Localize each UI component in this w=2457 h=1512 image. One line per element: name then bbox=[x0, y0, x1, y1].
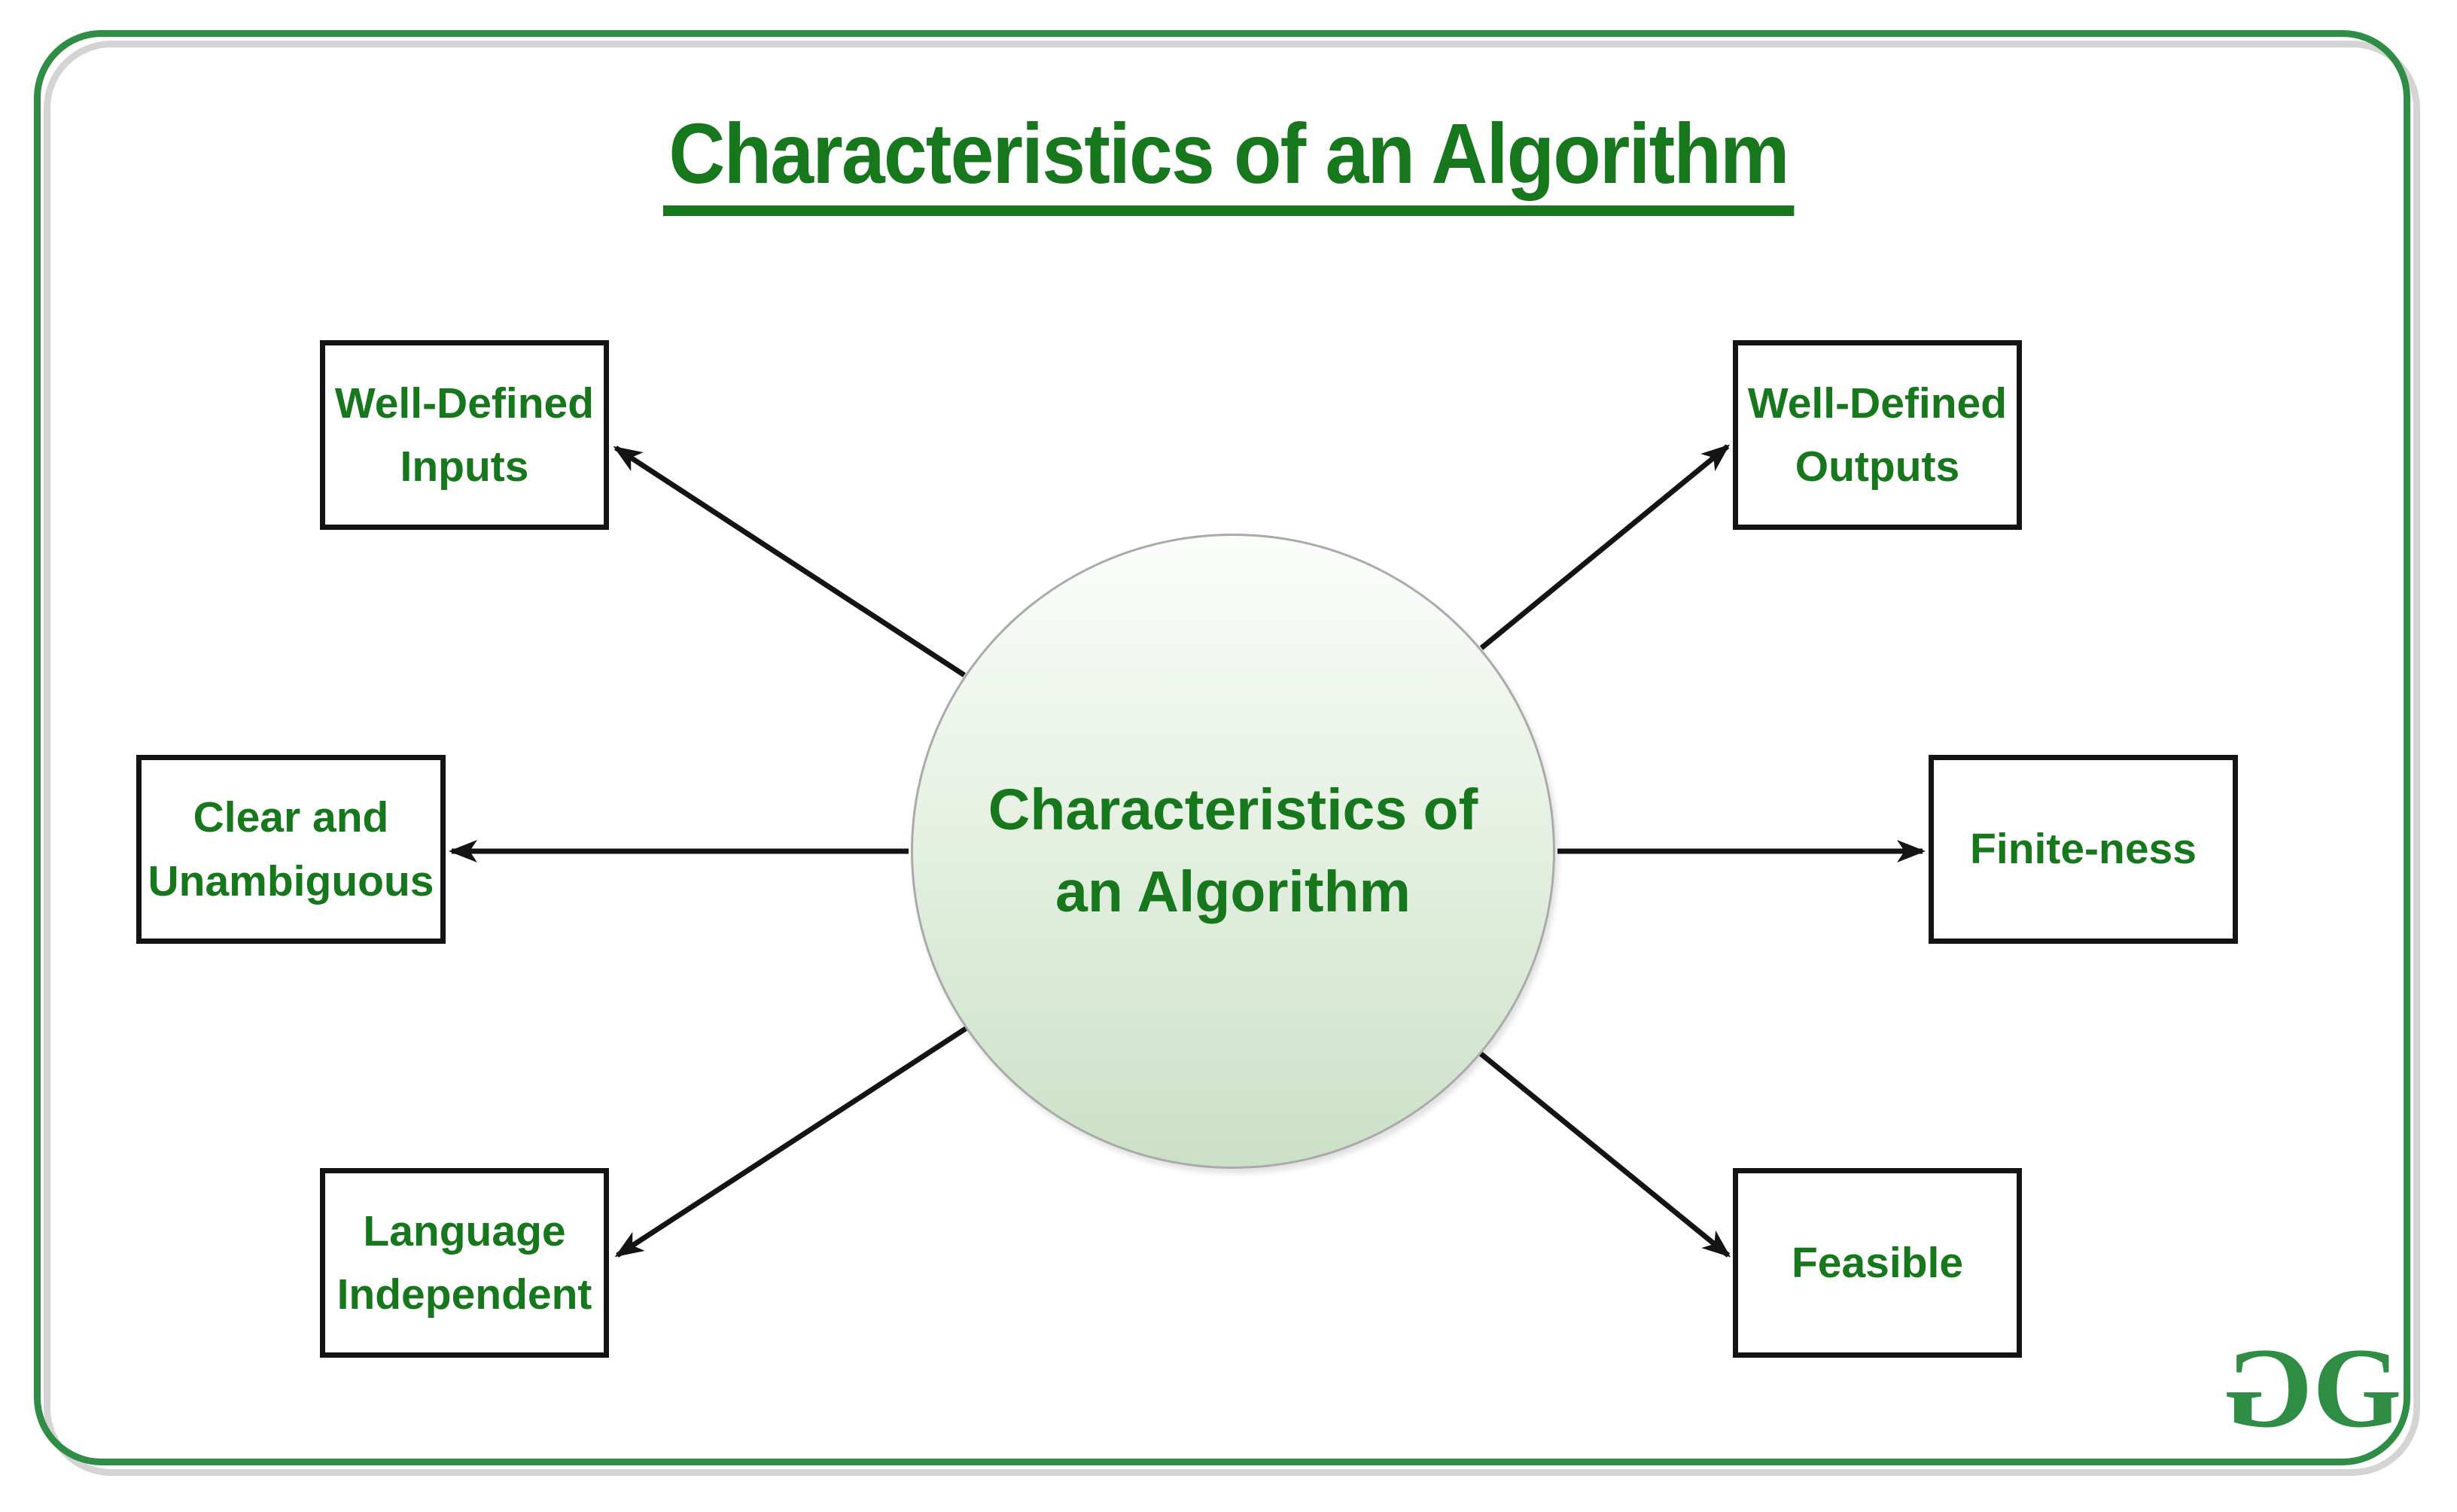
node-label: Language Independent bbox=[336, 1206, 592, 1319]
node-label: Finite-ness bbox=[1970, 825, 2197, 874]
node-language-independent: Language Independent bbox=[320, 1168, 609, 1358]
center-node: Characteristics of an Algorithm bbox=[911, 534, 1555, 1169]
logo-g-icon: G bbox=[2312, 1325, 2401, 1451]
node-well-defined-inputs: Well-Defined Inputs bbox=[320, 340, 609, 530]
node-label: Well-Defined Inputs bbox=[334, 379, 595, 491]
geeksforgeeks-logo: GG bbox=[2230, 1325, 2401, 1451]
logo-g-mirrored-icon: G bbox=[2230, 1325, 2313, 1451]
node-clear-and-unambiguous: Clear and Unambiguous bbox=[136, 755, 446, 944]
frame-border bbox=[34, 30, 2410, 1465]
node-finite-ness: Finite-ness bbox=[1929, 755, 2238, 944]
page-title: Characteristics of an Algorithm bbox=[662, 111, 1795, 216]
frame-shadow bbox=[44, 41, 2420, 1476]
node-well-defined-outputs: Well-Defined Outputs bbox=[1733, 340, 2022, 530]
node-label: Feasible bbox=[1791, 1238, 1964, 1287]
center-node-label: Characteristics of an Algorithm bbox=[988, 777, 1478, 924]
node-label: Well-Defined Outputs bbox=[1747, 379, 2008, 491]
node-feasible: Feasible bbox=[1733, 1168, 2022, 1358]
node-label: Clear and Unambiguous bbox=[148, 793, 434, 905]
